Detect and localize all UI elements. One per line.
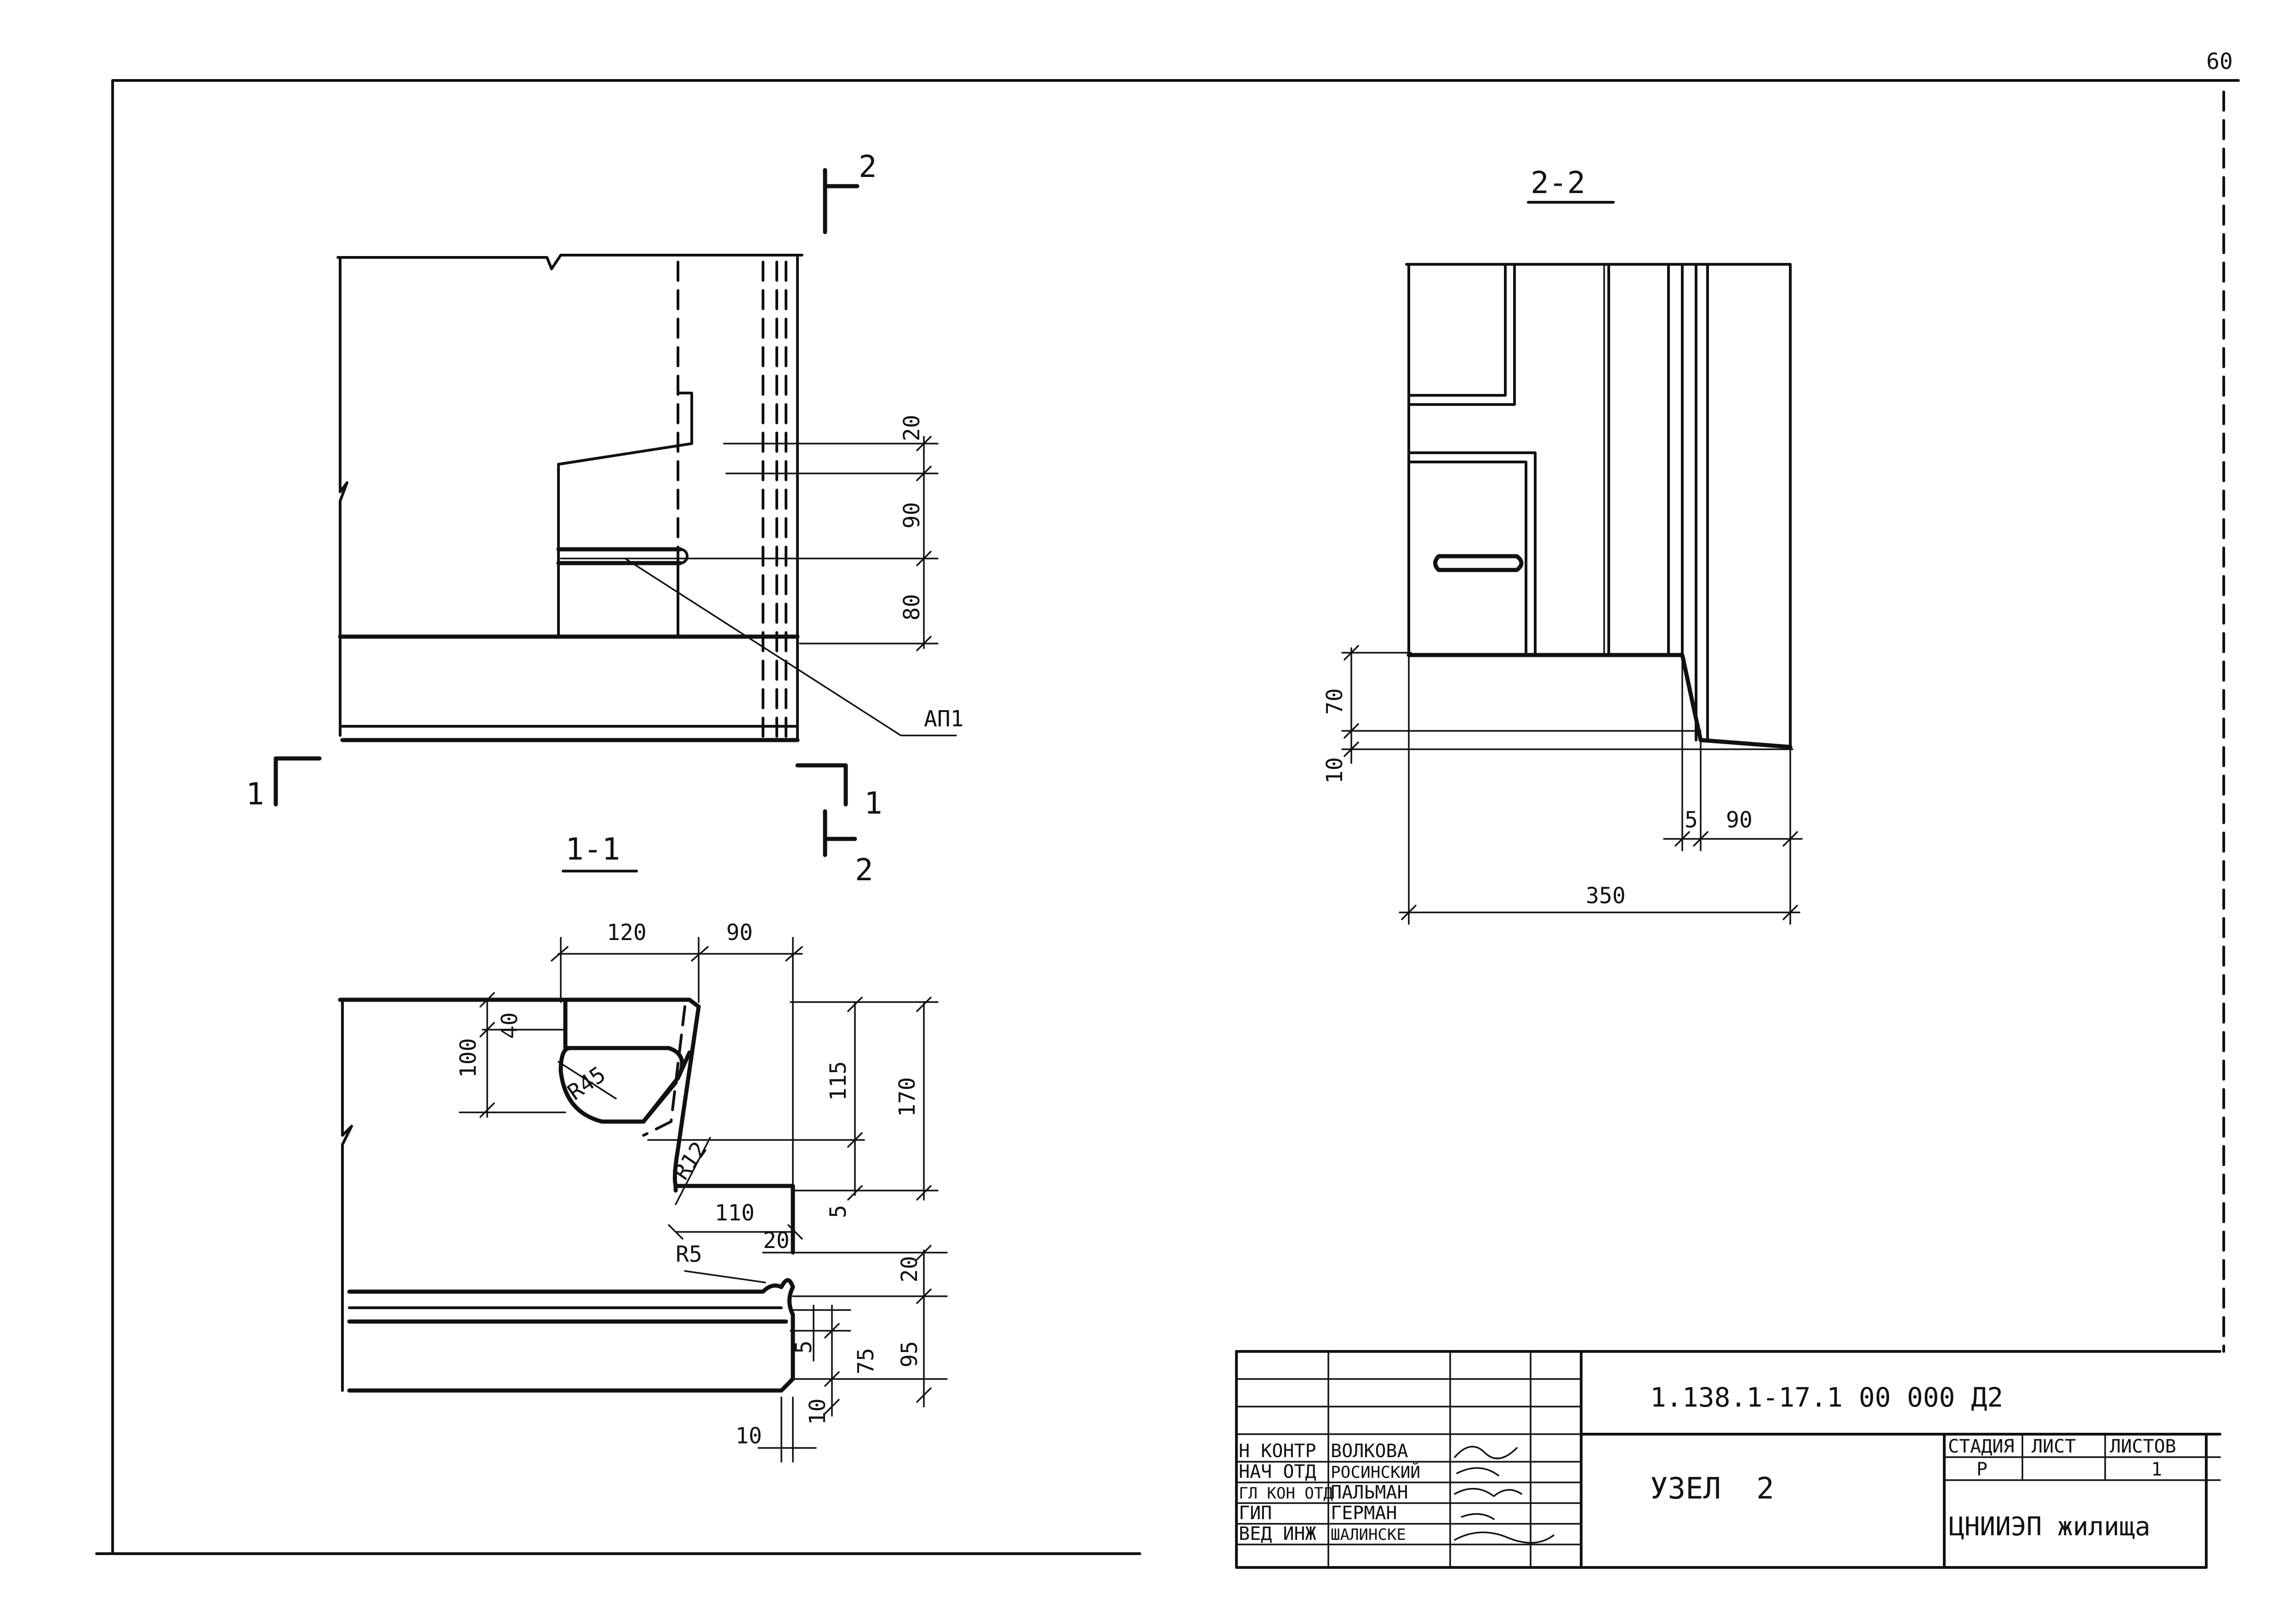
sheets-header: ЛИСТОВ — [2110, 1436, 2176, 1457]
dim-1-1-100: 100 — [456, 1038, 481, 1078]
top-view-dims — [560, 436, 939, 651]
role-n-kontr: Н КОНТР — [1239, 1441, 1316, 1462]
section-2-2-dims — [1341, 645, 1803, 925]
document-code: 1.138.1-17.1 00 000 Д2 — [1650, 1382, 2003, 1413]
top-left-view — [336, 254, 957, 742]
dim-1-1-75: 75 — [853, 1348, 879, 1374]
signatures — [1454, 1446, 1554, 1544]
sheet-header: ЛИСТ — [2032, 1436, 2076, 1457]
dim-1-1-5: 5 — [826, 1205, 851, 1218]
mark-1-left: 1 — [246, 776, 264, 812]
radius-r5: R5 — [676, 1242, 702, 1267]
dim-top-20: 20 — [899, 415, 925, 441]
role-gl-kon: ГЛ КОН ОТД — [1239, 1484, 1333, 1503]
dim-1-1-115: 115 — [826, 1061, 851, 1101]
dim-1-1-95: 95 — [897, 1341, 922, 1368]
stage-header: СТАДИЯ — [1948, 1436, 2015, 1457]
dim-2-2-90: 90 — [1726, 807, 1753, 833]
dim-2-2-5: 5 — [1685, 807, 1698, 833]
role-gip: ГИП — [1239, 1503, 1272, 1524]
role-ved-inzh: ВЕД ИНЖ — [1239, 1523, 1316, 1544]
section-marks — [273, 168, 860, 857]
page-number: 60 — [2206, 49, 2233, 74]
role-nach-otd: НАЧ ОТД — [1239, 1461, 1316, 1482]
section-1-1-dims — [459, 937, 948, 1463]
dim-1-1-120: 120 — [607, 920, 647, 946]
dim-2-2-10: 10 — [1322, 757, 1348, 784]
section-1-1 — [338, 997, 795, 1393]
name-palman: ПАЛЬМАН — [1331, 1482, 1408, 1503]
dim-1-1-40: 40 — [497, 1012, 523, 1039]
dim-1-1-10-side: 10 — [805, 1398, 831, 1425]
dim-1-1-10-bottom: 10 — [735, 1423, 762, 1449]
name-volkova: ВОЛКОВА — [1331, 1441, 1408, 1462]
section-title-2-2: 2-2 — [1531, 165, 1585, 200]
callout-label: АП1 — [924, 706, 964, 732]
dim-1-1-110: 110 — [715, 1200, 755, 1226]
section-title-1-1: 1-1 — [565, 832, 620, 867]
node-title: УЗЕЛ 2 — [1650, 1472, 1774, 1506]
dim-1-1-20: 20 — [897, 1256, 922, 1282]
name-german: ГЕРМАН — [1331, 1503, 1397, 1524]
dim-1-1-20-small: 20 — [763, 1228, 790, 1254]
mark-2-bottom: 2 — [855, 852, 873, 888]
title-block — [1235, 1350, 2221, 1569]
sheets-value: 1 — [2151, 1459, 2162, 1480]
dim-top-90: 90 — [899, 502, 925, 529]
name-shalinske: ШАЛИНСКЕ — [1331, 1526, 1406, 1544]
dim-2-2-350: 350 — [1586, 883, 1626, 909]
dim-2-2-70: 70 — [1322, 688, 1348, 715]
mark-2-top: 2 — [859, 149, 877, 184]
stage-value: Р — [1976, 1459, 1987, 1480]
dim-1-1-170: 170 — [894, 1077, 920, 1117]
dim-1-1-90-top: 90 — [726, 920, 753, 946]
sheet-frame — [95, 79, 2240, 1555]
section-2-2 — [1405, 263, 1793, 749]
name-rosinskiy: РОСИНСКИЙ — [1331, 1463, 1420, 1482]
dim-1-1-5-low: 5 — [791, 1340, 817, 1354]
dim-top-80: 80 — [899, 594, 925, 621]
organization: ЦНИИЭП жилища — [1949, 1512, 2150, 1542]
mark-1-right: 1 — [864, 786, 883, 821]
